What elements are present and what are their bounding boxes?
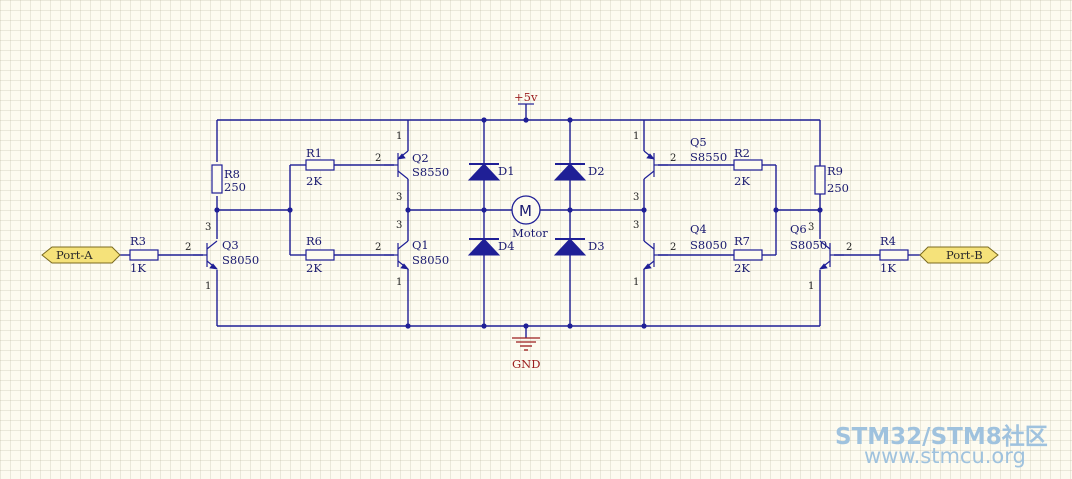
r7-value: 2K: [734, 261, 750, 275]
transistor-q1: Q1 S8050 2 3 1: [375, 220, 449, 288]
r8-value: 250: [224, 180, 246, 194]
svg-text:1: 1: [633, 131, 639, 142]
q1-part: S8050: [412, 253, 449, 267]
r4-value: 1K: [880, 261, 896, 275]
svg-text:2: 2: [185, 242, 191, 253]
r3-ref: R3: [130, 234, 146, 248]
q2-part: S8550: [412, 165, 449, 179]
r2-ref: R2: [734, 146, 750, 160]
motor-symbol: M: [519, 202, 532, 220]
port-a: Port-A: [41, 246, 121, 264]
resistor-r9: R9 250: [814, 164, 849, 195]
svg-text:3: 3: [205, 222, 211, 233]
svg-text:1: 1: [633, 277, 639, 288]
q4-part: S8050: [690, 238, 727, 252]
svg-text:1: 1: [396, 277, 402, 288]
r7-ref: R7: [734, 234, 750, 248]
svg-text:1: 1: [808, 281, 814, 292]
transistor-q2: Q2 S8550 2 1 3: [375, 131, 449, 203]
watermark-brand-b: STM8: [931, 424, 1002, 450]
q5-ref: Q5: [690, 135, 707, 149]
q6-ref: Q6: [790, 222, 807, 236]
d3-ref: D3: [588, 239, 605, 253]
q6-part: S8050: [790, 238, 827, 252]
transistor-q4: Q4 S8050 2 3 1: [633, 220, 727, 288]
d1-ref: D1: [498, 164, 515, 178]
transistor-q6: Q6 S8050 2 3 1: [790, 222, 852, 292]
svg-text:1: 1: [205, 281, 211, 292]
svg-text:STM32/STM8社区: STM32/STM8社区: [835, 423, 1048, 450]
r2-value: 2K: [734, 174, 750, 188]
transistor-q5: Q5 S8550 2 1 3: [633, 131, 727, 203]
q5-part: S8550: [690, 150, 727, 164]
port-a-label: Port-A: [56, 248, 93, 262]
transistor-q3: Q3 S8050 2 3 1: [185, 222, 259, 292]
d4-ref: D4: [498, 239, 515, 253]
q3-ref: Q3: [222, 238, 239, 252]
svg-text:2: 2: [670, 242, 676, 253]
diode-d1: D1: [468, 163, 515, 181]
svg-text:2: 2: [375, 153, 381, 164]
resistor-r1: R1 2K: [305, 146, 335, 188]
watermark-brand-a: STM32: [835, 424, 922, 450]
junctions: [214, 117, 823, 329]
watermark-url: www.stmcu.org: [864, 444, 1026, 468]
q2-ref: Q2: [412, 151, 429, 165]
motor-label: Motor: [512, 226, 548, 240]
diode-d2: D2: [554, 163, 605, 181]
svg-text:3: 3: [396, 192, 402, 203]
watermark-suffix: 社区: [1002, 423, 1048, 450]
svg-text:3: 3: [808, 222, 814, 233]
r3-value: 1K: [130, 261, 146, 275]
r6-ref: R6: [306, 234, 322, 248]
ground-net-label: GND: [512, 357, 540, 371]
svg-text:3: 3: [633, 192, 639, 203]
r9-ref: R9: [827, 164, 843, 178]
ground-symbol: GND: [512, 337, 540, 371]
q3-part: S8050: [222, 253, 259, 267]
r9-value: 250: [827, 181, 849, 195]
watermark-logo: STM32/STM8社区 www.stmcu.org: [835, 423, 1048, 468]
svg-text:3: 3: [633, 220, 639, 231]
port-b: Port-B: [919, 246, 999, 264]
svg-text:1: 1: [396, 131, 402, 142]
d2-ref: D2: [588, 164, 605, 178]
resistor-r6: R6 2K: [305, 234, 335, 275]
resistor-r3: R3 1K: [129, 234, 159, 275]
svg-text:2: 2: [375, 242, 381, 253]
power-symbol: +5v: [514, 90, 538, 105]
svg-text:3: 3: [396, 220, 402, 231]
power-net-label: +5v: [514, 90, 538, 104]
resistor-r2: R2 2K: [733, 146, 763, 188]
resistor-r7: R7 2K: [733, 234, 763, 275]
r6-value: 2K: [306, 261, 322, 275]
diode-d3: D3: [554, 238, 605, 256]
wires: [120, 104, 920, 338]
r4-ref: R4: [880, 234, 896, 248]
resistor-r4: R4 1K: [879, 234, 909, 275]
svg-text:2: 2: [846, 242, 852, 253]
r8-ref: R8: [224, 167, 240, 181]
q4-ref: Q4: [690, 222, 707, 236]
svg-text:2: 2: [670, 153, 676, 164]
r1-ref: R1: [306, 146, 322, 160]
q1-ref: Q1: [412, 238, 429, 252]
motor: M Motor: [511, 195, 548, 240]
resistor-r8: R8 250: [211, 164, 246, 194]
port-b-label: Port-B: [946, 248, 983, 262]
diode-d4: D4: [468, 238, 515, 256]
r1-value: 2K: [306, 174, 322, 188]
